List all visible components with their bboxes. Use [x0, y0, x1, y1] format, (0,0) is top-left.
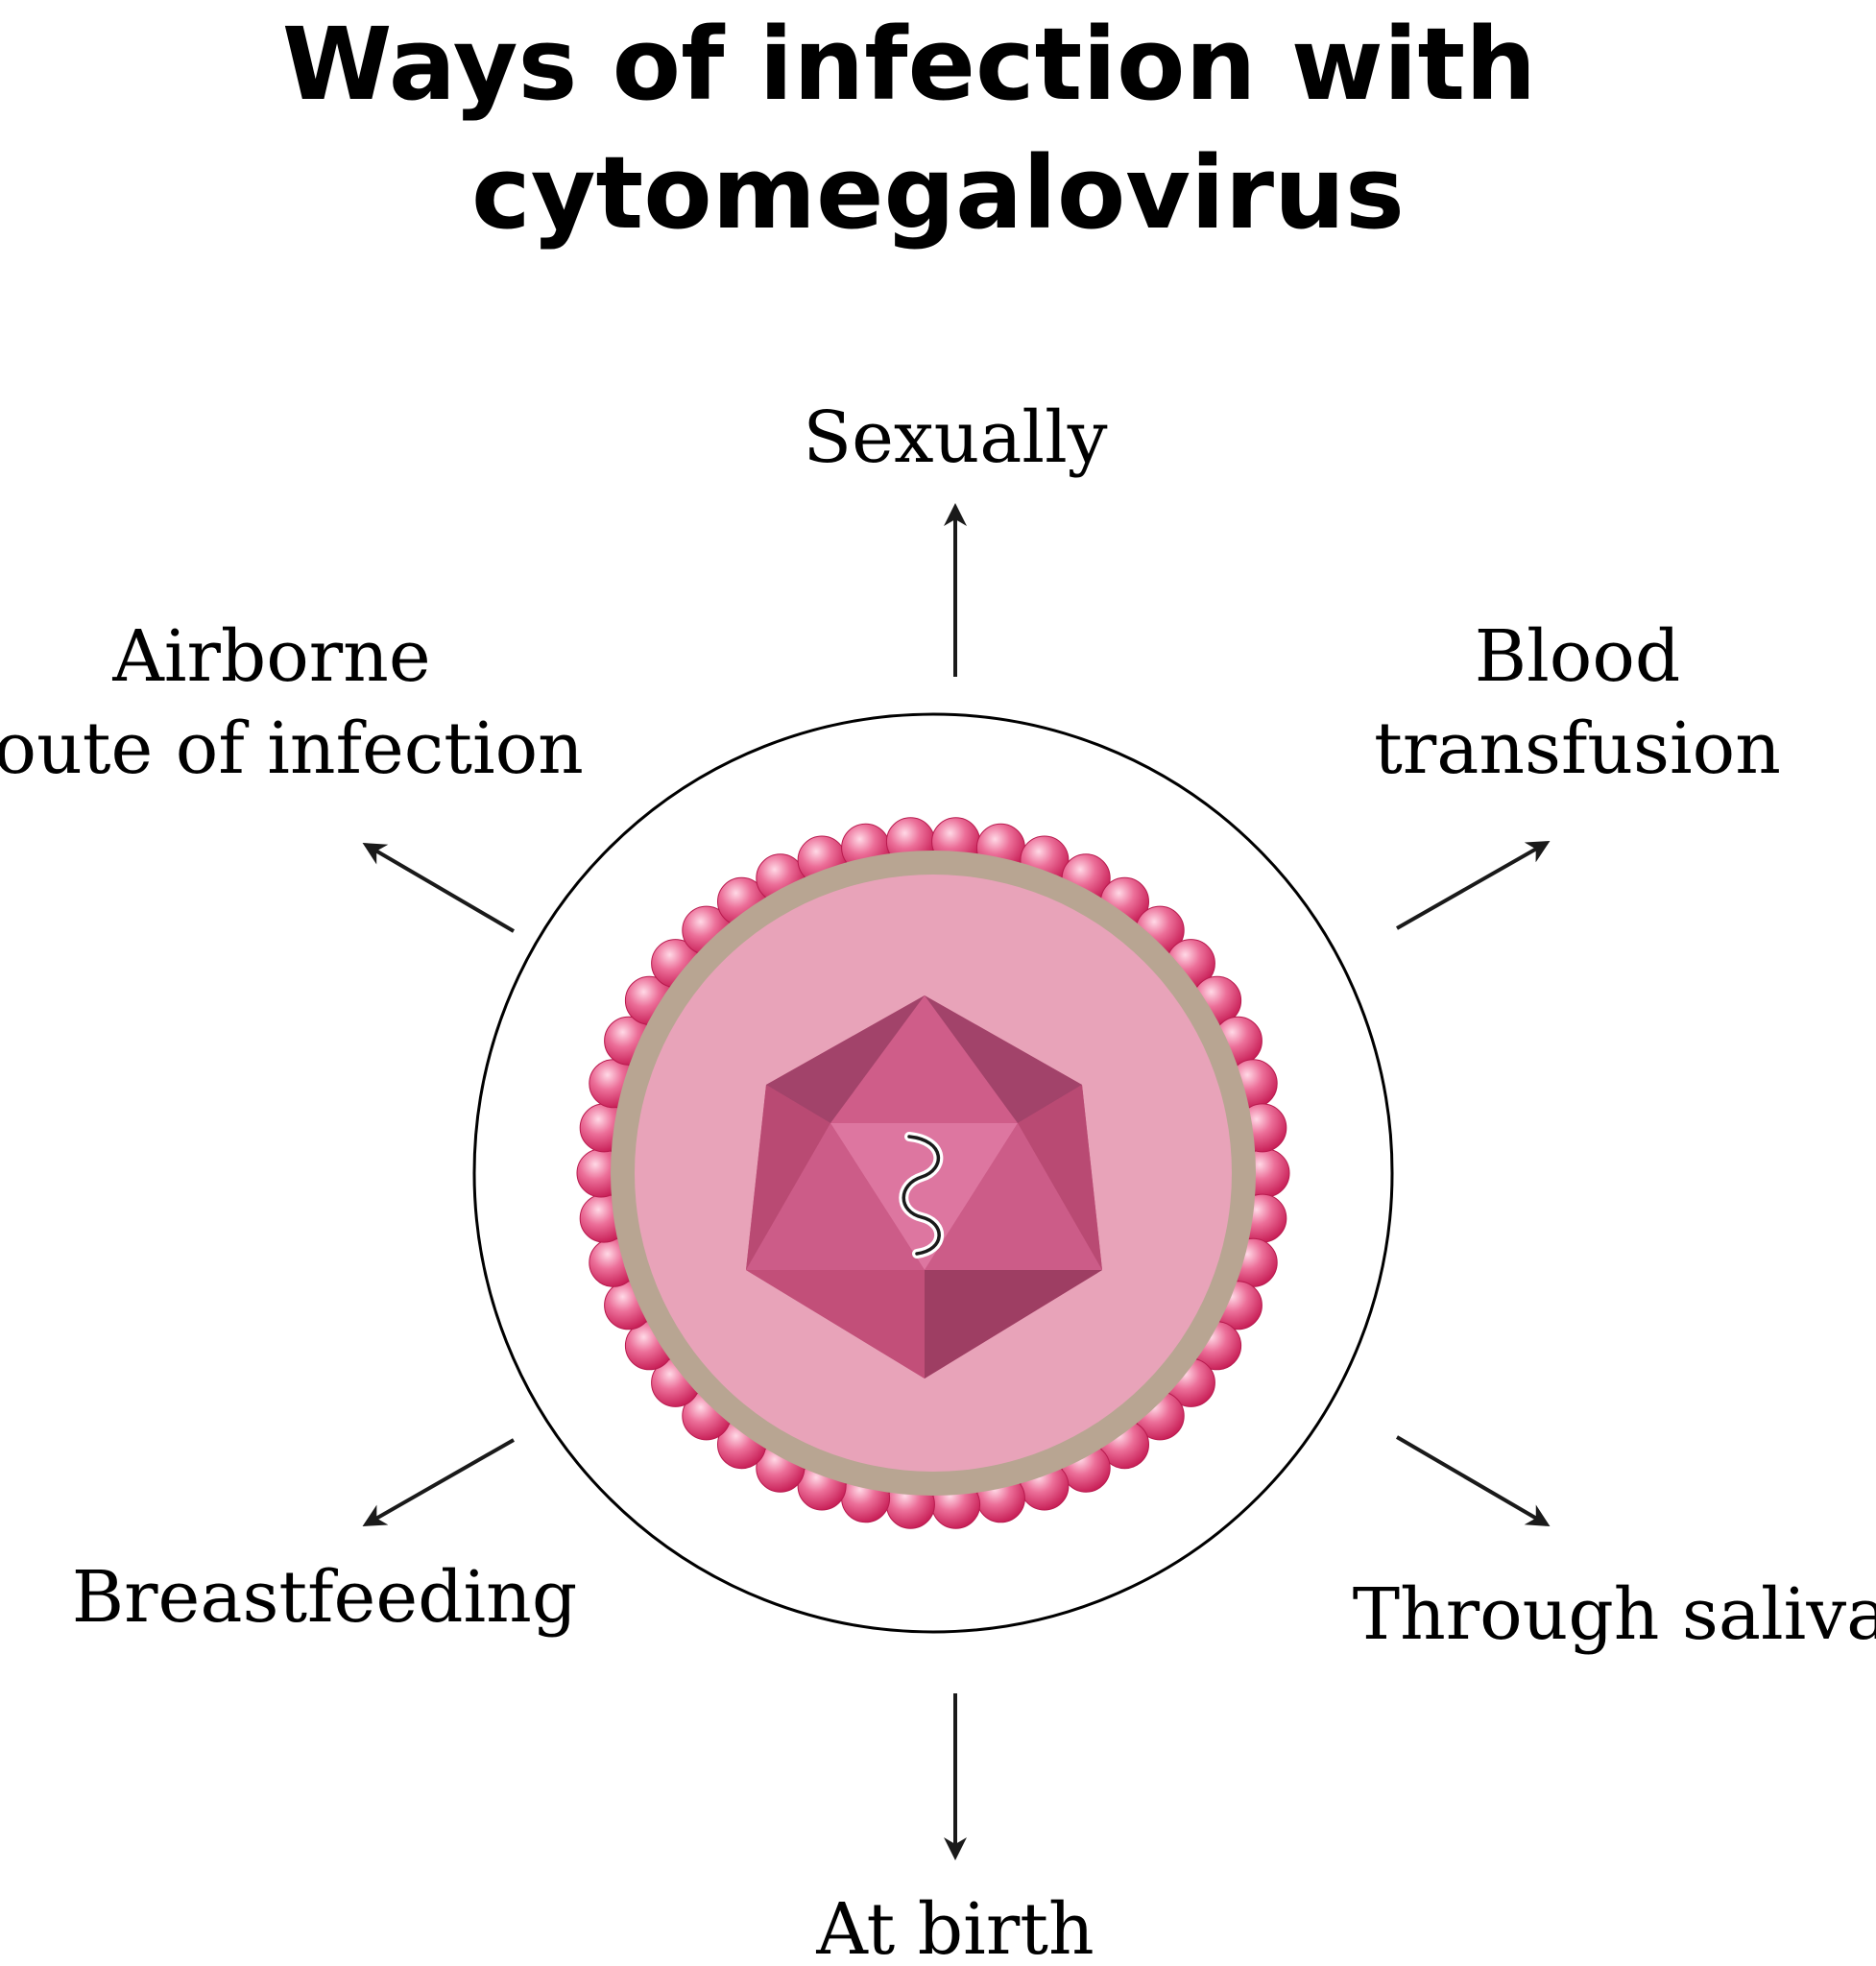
arrow-saliva	[1395, 1435, 1551, 1527]
route-label-airborne: Airborne route of infection	[0, 611, 584, 795]
route-label-at-birth-text: At birth	[816, 1888, 1094, 1966]
route-label-airborne-line-1: Airborne	[112, 615, 431, 698]
dna-strand-icon	[899, 1132, 945, 1259]
route-label-breastfeeding-text: Breastfeeding	[71, 1556, 578, 1639]
route-label-at-birth: At birth	[816, 1883, 1094, 1966]
arrow-blood-transfusion	[1396, 841, 1551, 930]
capsid-icon	[746, 995, 1102, 1379]
route-label-blood-transfusion: Blood transfusion	[1374, 611, 1781, 795]
route-label-saliva-text: Through saliva	[1352, 1573, 1876, 1656]
page-title: Ways of infection with cytomegalovirus	[0, 0, 1876, 257]
title-line-2: cytomegalovirus	[471, 134, 1405, 252]
boundary-circle	[472, 712, 1394, 1634]
route-label-blood-line-1: Blood	[1474, 615, 1681, 698]
route-label-sexually-text: Sexually	[803, 396, 1108, 479]
arrow-breastfeeding	[362, 1438, 515, 1526]
route-label-airborne-line-2: route of infection	[0, 707, 584, 790]
route-label-breastfeeding: Breastfeeding	[72, 1551, 577, 1643]
title-line-1: Ways of infection with	[281, 6, 1537, 123]
route-label-saliva: Through saliva	[1353, 1569, 1876, 1661]
route-label-sexually: Sexually	[803, 392, 1107, 484]
arrow-airborne	[362, 842, 516, 933]
route-label-blood-line-2: transfusion	[1374, 707, 1781, 790]
